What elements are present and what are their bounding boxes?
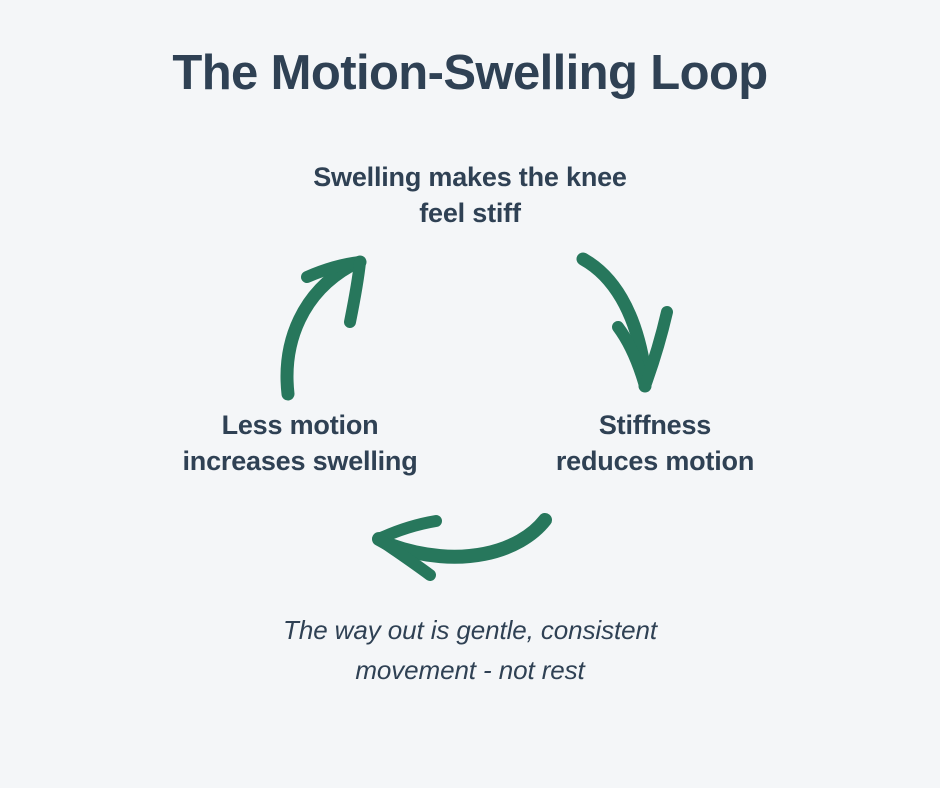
curved-arrow-down-right-icon bbox=[576, 252, 673, 393]
footer-caption-line-1: The way out is gentle, consistent bbox=[283, 615, 657, 645]
page-title: The Motion-Swelling Loop bbox=[172, 46, 768, 100]
footer-caption: The way out is gentle, consistent moveme… bbox=[0, 610, 940, 691]
curved-arrow-left-icon bbox=[372, 513, 552, 581]
footer-caption-line-2: movement - not rest bbox=[355, 655, 585, 686]
cycle-node-left-line-2: increases swelling bbox=[182, 445, 418, 476]
cycle-node-right-line-2: reduces motion bbox=[555, 445, 755, 476]
curved-arrow-up-right-icon bbox=[280, 255, 367, 401]
cycle-node-right: Stiffness reduces motion bbox=[505, 408, 805, 480]
cycle-node-right-line-1: Stiffness bbox=[598, 410, 712, 440]
cycle-node-left: Less motion increases swelling bbox=[130, 408, 470, 480]
cycle-node-left-line-1: Less motion bbox=[221, 410, 379, 440]
cycle-node-top: Swelling makes the knee feel stiff bbox=[235, 160, 705, 232]
cycle-node-top-line-2: feel stiff bbox=[419, 197, 521, 228]
cycle-node-top-line-1: Swelling makes the knee bbox=[313, 162, 627, 192]
